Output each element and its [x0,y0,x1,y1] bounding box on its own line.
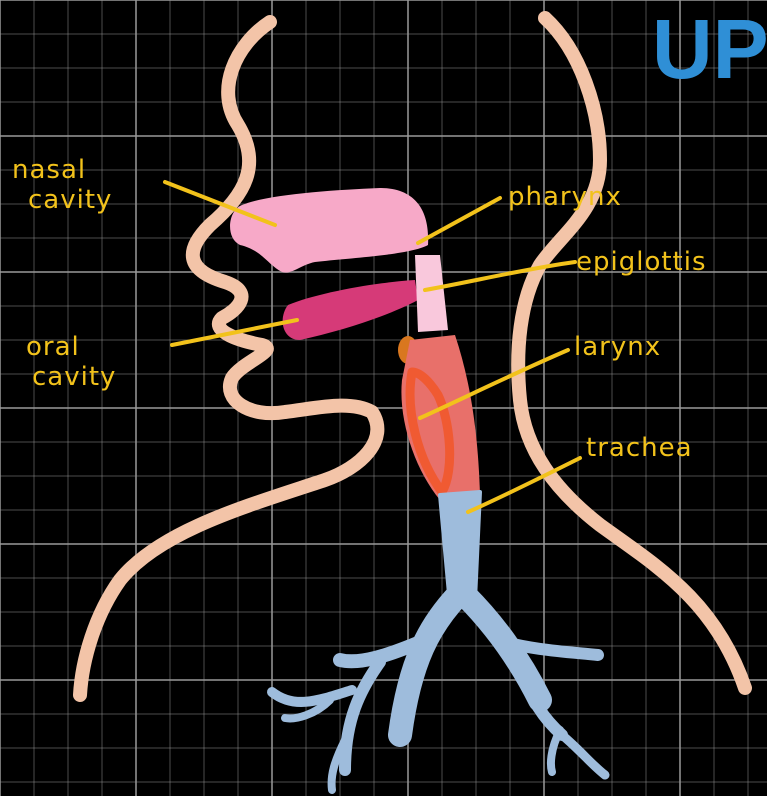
label-nasal-line1: nasal [12,155,86,185]
title: UPF [652,2,767,96]
label-nasal-line2: cavity [28,185,112,215]
label-trachea: trachea [586,433,693,463]
label-pharynx: pharynx [508,182,622,212]
label-oral-line2: cavity [32,362,116,392]
label-larynx: larynx [574,332,661,362]
label-epiglottis: epiglottis [576,247,707,277]
label-oral-line1: oral [26,332,80,362]
